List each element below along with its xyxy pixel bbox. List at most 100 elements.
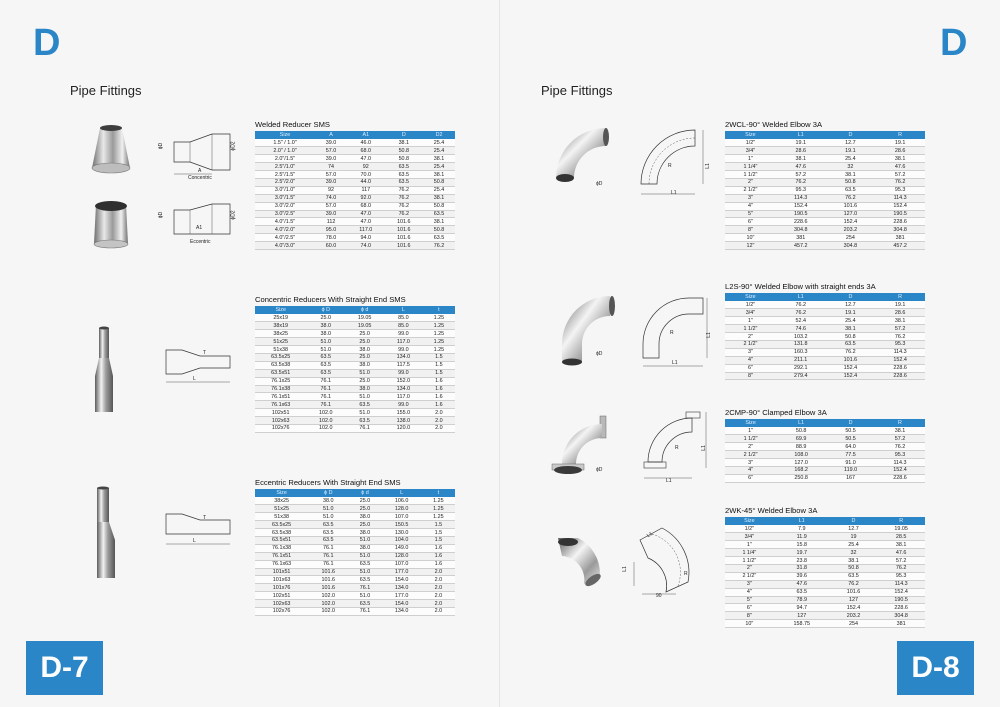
table-cell: 44.0	[346, 178, 385, 187]
table-cell: 63.5	[345, 416, 384, 425]
table-cell: 106.0	[381, 497, 422, 506]
table-cell: 76.1x63	[255, 400, 307, 410]
column-header: Size	[725, 419, 777, 427]
table-cell: 228.6	[775, 217, 826, 227]
table-cell: 19.05	[877, 525, 925, 534]
dim-label: ϕD	[596, 467, 603, 473]
table-cell: 203.2	[829, 611, 878, 621]
table-cell: 1.6	[422, 377, 455, 386]
concentric-straight-reducer-drawing	[165, 349, 231, 383]
column-header: Size	[725, 131, 776, 139]
table-cell: 95.3	[775, 186, 826, 195]
table-cell: 5"	[725, 210, 776, 219]
table-cell: 63.5	[308, 520, 349, 530]
table-cell: 1"	[725, 316, 776, 326]
table-cell: 102x63	[255, 599, 309, 608]
table-cell: 177.0	[381, 568, 422, 577]
table-cell: 2"	[725, 178, 776, 187]
table-cell: 63.5	[308, 528, 349, 537]
table-cell: 63.5x38	[255, 361, 307, 370]
table-cell: 76.1x63	[255, 560, 309, 569]
table-cell: 101.6	[308, 575, 349, 585]
column-header: R	[875, 293, 925, 301]
table-cell: 1.25	[422, 321, 455, 331]
table-cell: 1.25	[421, 504, 455, 514]
page-number-badge: D-8	[897, 641, 974, 695]
table-cell: 94.7	[773, 603, 830, 613]
table-cell: 78.0	[315, 233, 347, 243]
column-header: L1	[776, 419, 827, 427]
table-title: Welded Reducer SMS	[255, 120, 330, 129]
table-cell: 304.8	[875, 225, 925, 235]
eccentric-reducer-drawing	[173, 203, 231, 235]
table-cell: 63.5	[423, 233, 455, 243]
table-cell: 152.4	[877, 588, 925, 597]
table-cell: 76.1	[306, 400, 346, 410]
table-cell: 114.3	[875, 348, 925, 357]
table-cell: 2.0" / 1.0"	[255, 146, 316, 156]
table-cell: 8"	[725, 611, 774, 621]
dim-label: L1	[671, 190, 677, 196]
table-cell: 46.0	[346, 139, 385, 148]
table-cell: 19.1	[825, 146, 876, 156]
table-cell: 1.6	[421, 552, 455, 561]
table-cell: 2 1/2"	[725, 186, 776, 195]
welded-elbow-90-drawing	[640, 129, 704, 195]
table-cell: 50.8	[423, 202, 455, 211]
column-header: A	[315, 131, 347, 139]
page-number-badge: D-7	[26, 641, 103, 695]
table-cell: 102.0	[306, 424, 346, 433]
table-cell: 3.0"/2.5"	[255, 210, 316, 219]
table-cell: 131.8	[775, 340, 826, 349]
table-cell: 63.5	[348, 560, 382, 569]
column-header: t	[422, 306, 455, 314]
table-cell: 152.4	[875, 356, 925, 365]
table-cell: 4"	[725, 466, 777, 475]
dim-label: L1	[666, 478, 672, 484]
clamped-elbow-drawing	[643, 411, 707, 479]
table-cell: 19.1	[775, 139, 826, 148]
drawing-caption: Eccentric	[190, 239, 211, 245]
table-cell: 457.2	[775, 241, 826, 250]
table-cell: 8"	[725, 372, 776, 381]
table-cell: 92	[315, 186, 347, 195]
table-cell: 107.0	[381, 560, 422, 569]
column-header: D	[825, 131, 876, 139]
table-cell: 51x38	[255, 512, 309, 522]
table-cell: 74.0	[346, 241, 385, 250]
dim-label: ϕD	[158, 211, 165, 219]
table-cell: 39.6	[773, 572, 830, 581]
table-cell: 152.4	[875, 202, 925, 211]
table-cell: 38.1	[384, 139, 424, 148]
